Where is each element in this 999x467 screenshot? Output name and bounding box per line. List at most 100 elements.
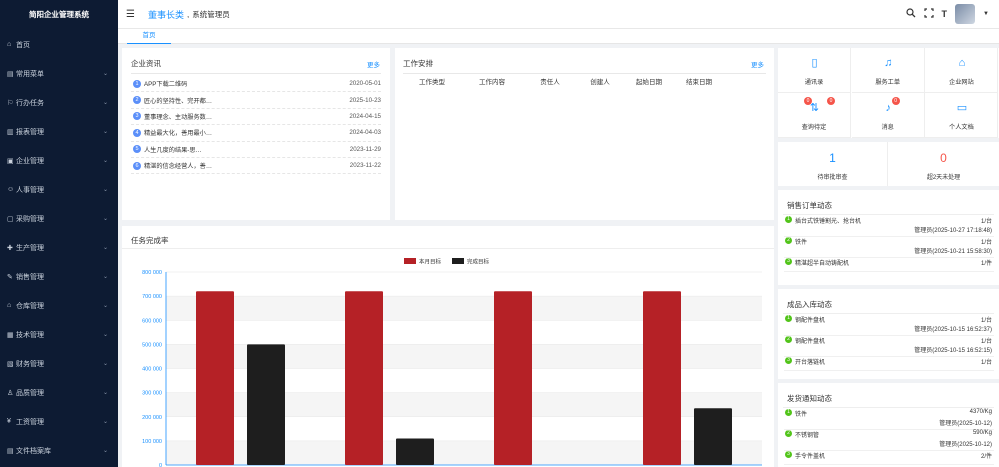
news-more-link[interactable]: 更多 — [367, 62, 380, 69]
sidebar-item-13[interactable]: ¥工资管理⌄ — [0, 407, 118, 436]
stockin-feed-title: 成品入库动态 — [787, 300, 832, 309]
legend-label: 完成目标 — [467, 258, 490, 266]
sidebar-item-10[interactable]: ▦技术管理⌄ — [0, 320, 118, 349]
news-item-title: 匠心的坚持性、完开都… — [144, 97, 213, 105]
feed-item-creator: 管理员(2025-10-12) — [939, 442, 992, 448]
y-tick-label: 600 000 — [142, 318, 162, 324]
work-more-link[interactable]: 更多 — [751, 62, 764, 69]
sidebar-item-8[interactable]: ✎销售管理⌄ — [0, 262, 118, 291]
work-column-header: 工作内容 — [479, 79, 505, 86]
feed-item-qty: 1/台 — [980, 219, 992, 225]
enterprise-icon: ▣ — [7, 157, 14, 165]
sidebar-item-6[interactable]: ▢采购管理⌄ — [0, 204, 118, 233]
chevron-down-icon[interactable]: ▼ — [983, 11, 989, 17]
sidebar-item-12[interactable]: ♙品质管理⌄ — [0, 378, 118, 407]
chevron-down-icon: ⌄ — [102, 390, 108, 396]
bar-target — [494, 291, 532, 465]
sidebar-item-2[interactable]: ⚐行办任务⌄ — [0, 88, 118, 117]
feed-item-creator: 管理员(2025-10-27 17:18:48) — [914, 228, 992, 234]
sidebar-item-9[interactable]: ⌂仓库管理⌄ — [0, 291, 118, 320]
website-icon: ⌂ — [958, 57, 966, 69]
search-icon[interactable] — [905, 8, 916, 20]
legend-swatch — [452, 258, 464, 264]
avatar[interactable] — [955, 4, 976, 24]
work-column-header: 创建人 — [590, 79, 610, 86]
count-label: 待审批审查 — [817, 175, 848, 181]
sidebar-item-label: 采购管理 — [16, 215, 44, 223]
work-column-header: 工作类型 — [419, 79, 445, 86]
chevron-down-icon: ⌄ — [102, 187, 108, 193]
feed-item-name: 不锈钢管 — [795, 433, 820, 439]
sidebar-item-14[interactable]: ▤文件档案库⌄ — [0, 436, 118, 465]
salary-icon: ¥ — [7, 418, 11, 425]
sales-feed-title: 销售订单动态 — [787, 201, 832, 210]
chevron-down-icon: ⌄ — [102, 419, 108, 425]
headset-icon: ♫ — [884, 57, 893, 69]
feed-item-creator: 管理员(2025-10-15 16:52:15) — [914, 348, 992, 354]
work-title: 工作安排 — [403, 59, 433, 68]
news-item-date: 2023-11-22 — [349, 162, 381, 170]
y-tick-label: 100 000 — [142, 439, 162, 445]
chart-title: 任务完成率 — [131, 236, 169, 245]
feed-row-number: 3 — [785, 357, 792, 364]
quick-address-book-button[interactable]: ▯通讯录 — [778, 48, 851, 93]
sidebar-item-7[interactable]: ✚生产管理⌄ — [0, 233, 118, 262]
quick-website-button[interactable]: ⌂ 企业网站 — [925, 48, 999, 93]
quick-label: 企业网站 — [949, 79, 974, 86]
sidebar-item-label: 首页 — [16, 41, 30, 49]
sidebar-item-11[interactable]: ▧财务管理⌄ — [0, 349, 118, 378]
sidebar-item-0[interactable]: ⌂首页 — [0, 30, 118, 59]
notification-badge: 0 — [827, 97, 835, 105]
divider — [783, 407, 994, 408]
address-book-icon: ▯ — [811, 57, 818, 69]
font-size-icon[interactable]: T — [941, 9, 948, 19]
notification-badge: 0 — [891, 97, 900, 105]
menu-toggle-icon[interactable]: ☰ — [126, 8, 135, 20]
feed-item-qty: 1/台 — [980, 360, 992, 366]
chevron-down-icon: ⌄ — [102, 332, 108, 338]
feed-item-name: 铁件 — [795, 412, 808, 418]
feed-item-name: 手令件盖机 — [795, 454, 826, 460]
chevron-down-icon: ⌄ — [102, 129, 108, 135]
feed-row-number: 2 — [785, 430, 792, 437]
fullscreen-icon[interactable] — [923, 8, 934, 20]
tab-home[interactable]: 首页 — [127, 29, 171, 44]
count-label: 超2天未处理 — [926, 175, 961, 181]
sidebar-item-5[interactable]: ☺人事管理⌄ — [0, 175, 118, 204]
warehouse-icon: ⌂ — [7, 302, 12, 309]
sidebar-item-1[interactable]: ▤常用菜单⌄ — [0, 59, 118, 88]
bar-target — [196, 291, 234, 465]
sidebar-item-4[interactable]: ▣企业管理⌄ — [0, 146, 118, 175]
quick-headset-button[interactable]: ♫服务工单 — [851, 48, 925, 93]
doc-icon: ▭ — [956, 102, 968, 114]
sidebar-item-3[interactable]: ▥报表管理⌄ — [0, 117, 118, 146]
work-column-header: 责任人 — [540, 79, 560, 86]
breadcrumb-user: 系统管理员 — [192, 9, 230, 19]
task-icon: ⚐ — [7, 99, 14, 107]
quick-doc-button[interactable]: ▭个人文档 — [925, 93, 999, 138]
divider — [403, 73, 766, 74]
